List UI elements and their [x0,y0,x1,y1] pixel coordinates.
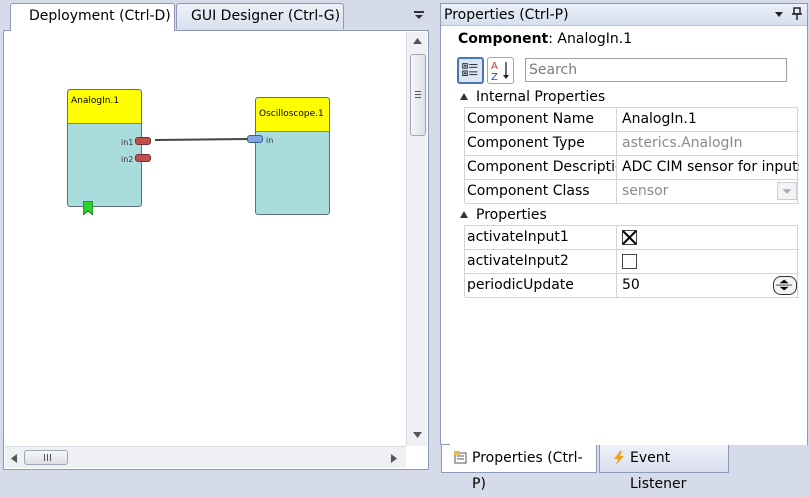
component-name-value[interactable]: AnalogIn.1 [622,111,697,127]
categorized-icon [462,63,478,76]
horizontal-scrollbar[interactable] [5,446,406,468]
output-port-in2[interactable] [135,154,151,162]
channel-connection-line[interactable] [154,138,250,141]
properties-grid: activateInput1 activateInput2 p [464,225,799,298]
tab-event-listener[interactable]: Event Listener [599,445,729,492]
property-name: Component Class [465,180,617,203]
tab-deployment[interactable]: Deployment (Ctrl-D) [10,3,175,31]
component-title: Oscilloscope.1 [256,98,329,132]
port-label-in1: in1 [121,138,134,147]
property-row[interactable]: Component Name AnalogIn.1 [465,108,799,132]
collapse-triangle-icon[interactable] [460,211,468,218]
horizontal-scroll-thumb[interactable] [24,450,68,465]
svg-text:Z: Z [491,72,498,83]
properties-pane-header: Properties (Ctrl-P) [441,4,807,26]
property-row[interactable]: periodicUpdate 50 [465,274,799,298]
vertical-scroll-thumb[interactable] [410,54,426,136]
property-row[interactable]: Component Class sensor [465,180,799,204]
event-trigger-port-icon[interactable] [83,201,93,215]
pane-title: Properties (Ctrl-P) [444,7,569,23]
properties-icon [454,451,467,464]
sort-az-icon: A Z [491,61,509,83]
scroll-right-arrow-icon[interactable] [391,454,397,463]
component-type-value: asterics.AnalogIn [622,135,743,151]
property-name: activateInput1 [465,226,617,249]
output-port-in1[interactable] [135,137,151,145]
pin-icon[interactable] [791,7,803,21]
collapse-triangle-icon[interactable] [460,93,468,100]
check-x-icon [622,230,637,245]
vertical-scrollbar[interactable] [406,32,427,446]
port-label-in2: in2 [121,155,134,164]
scroll-up-arrow-icon[interactable] [413,38,422,44]
activate-input2-value [618,250,799,273]
component-description-value[interactable]: ADC CIM sensor for inputs [622,159,799,175]
section-title: Properties [476,207,547,223]
tab-label: Properties (Ctrl-P) [472,450,583,492]
property-row[interactable]: Component Type asterics.AnalogIn [465,132,799,156]
component-class-dropdown[interactable] [777,182,797,200]
selected-component-name: AnalogIn.1 [557,31,633,47]
activate-input1-value [618,226,799,249]
document-tabstrip: Deployment (Ctrl-D) GUI Designer (Ctrl-G… [0,0,434,31]
property-name: Component Type [465,132,617,155]
periodic-update-value[interactable]: 50 [622,277,640,293]
component-label: Component [458,31,549,47]
categorized-view-button[interactable] [457,57,484,84]
property-name: Component Name [465,108,617,131]
svg-text:A: A [491,61,498,72]
tab-list-dropdown-icon[interactable] [412,8,426,22]
pane-options-dropdown-icon[interactable] [773,7,785,21]
port-label-in: in [266,136,274,145]
component-analogin[interactable]: AnalogIn.1 in1 in2 [67,89,142,207]
internal-properties-grid: Component Name AnalogIn.1 Component Type… [464,107,799,204]
property-search-input[interactable]: Search [525,58,787,82]
component-oscilloscope[interactable]: Oscilloscope.1 in [255,97,330,215]
selected-component-heading: Component: AnalogIn.1 [458,31,633,47]
alphabetical-sort-button[interactable]: A Z [487,57,514,84]
lightning-icon [614,451,624,465]
periodic-update-spinner[interactable] [773,276,797,295]
tab-gui-designer[interactable]: GUI Designer (Ctrl-G) [176,3,344,29]
properties-pane: Properties (Ctrl-P) Component: AnalogIn.… [440,3,808,445]
property-row[interactable]: activateInput2 [465,250,799,274]
scroll-left-arrow-icon[interactable] [11,454,17,463]
section-internal-properties[interactable]: Internal Properties [450,87,798,107]
activate-input1-checkbox[interactable] [622,230,637,245]
property-row[interactable]: activateInput1 [465,226,799,250]
deployment-canvas[interactable]: AnalogIn.1 in1 in2 Oscilloscope.1 in [3,30,429,470]
tab-label: Event Listener [630,450,687,492]
component-title: AnalogIn.1 [68,90,141,124]
scroll-down-arrow-icon[interactable] [413,432,422,438]
property-name: periodicUpdate [465,274,617,297]
chevron-down-icon [782,189,792,194]
property-row[interactable]: Component Descriptic ADC CIM sensor for … [465,156,799,180]
property-name: Component Descriptic [465,156,617,179]
deployment-pane: Deployment (Ctrl-D) GUI Designer (Ctrl-G… [0,0,434,470]
input-port-in[interactable] [247,135,263,143]
property-name: activateInput2 [465,250,617,273]
connection-layer [154,138,250,141]
spinner-arrows-icon [776,279,793,291]
component-class-value[interactable]: sensor [622,183,669,199]
section-title: Internal Properties [476,89,606,105]
tab-properties[interactable]: Properties (Ctrl-P) [441,445,597,492]
canvas-viewport: AnalogIn.1 in1 in2 Oscilloscope.1 in [5,32,405,446]
activate-input2-checkbox[interactable] [622,254,637,269]
properties-body: Component: AnalogIn.1 A Z Search Interna… [450,26,807,445]
section-properties[interactable]: Properties [450,205,798,225]
